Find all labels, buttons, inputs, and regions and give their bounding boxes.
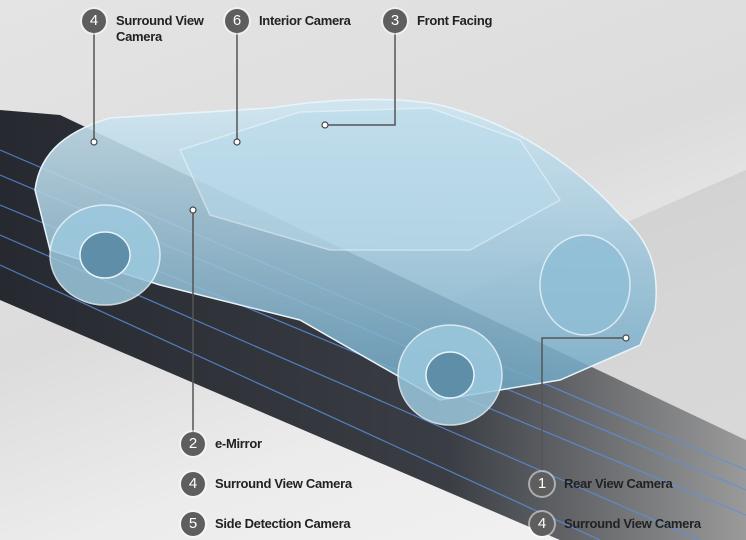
callout-label: Side Detection Camera xyxy=(215,516,351,531)
callout-label: e-Mirror xyxy=(215,436,262,451)
number-badge: 3 xyxy=(383,9,407,33)
callout-rear-view-camera: 1 Rear View Camera xyxy=(530,472,673,496)
number-badge: 6 xyxy=(225,9,249,33)
callout-side-detection-camera: 5 Side Detection Camera xyxy=(181,512,351,536)
leader-lines xyxy=(93,33,626,472)
callout-surround-view-camera-front: 4 Surround View Camera xyxy=(82,9,216,45)
callout-label: Surround View Camera xyxy=(564,516,701,531)
number-badge: 4 xyxy=(181,472,205,496)
callout-interior-camera: 6 Interior Camera xyxy=(225,9,351,33)
number-badge: 2 xyxy=(181,432,205,456)
callout-front-facing: 3 Front Facing xyxy=(383,9,492,33)
callout-surround-view-camera-side: 4 Surround View Camera xyxy=(181,472,352,496)
rear-wheel-left xyxy=(539,234,631,336)
callout-surround-view-camera-rear: 4 Surround View Camera xyxy=(530,512,701,536)
callout-label: Interior Camera xyxy=(259,13,351,28)
callout-label: Surround View Camera xyxy=(116,13,204,44)
camera-dots xyxy=(90,121,630,342)
callout-label: Rear View Camera xyxy=(564,476,673,491)
number-badge: 5 xyxy=(181,512,205,536)
callout-e-mirror: 2 e-Mirror xyxy=(181,432,262,456)
callout-label: Front Facing xyxy=(417,13,493,28)
callout-label: Surround View Camera xyxy=(215,476,352,491)
number-badge: 4 xyxy=(82,9,106,33)
number-badge: 4 xyxy=(530,512,554,536)
car-body xyxy=(34,98,657,426)
number-badge: 1 xyxy=(530,472,554,496)
